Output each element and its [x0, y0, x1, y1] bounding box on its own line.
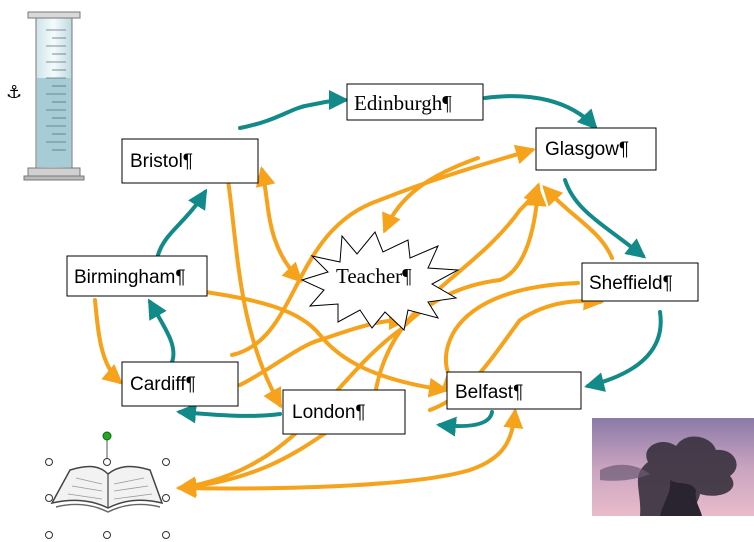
arrow-bristol-london	[226, 178, 282, 409]
node-label-birmingham: Birmingham¶	[74, 267, 186, 288]
arrow-book-glasgow	[498, 186, 547, 282]
selection-handles[interactable]	[45, 431, 170, 539]
open-book-icon[interactable]	[50, 436, 164, 513]
node-label-bristol: Bristol¶	[130, 151, 193, 172]
arrow-sheffield-belfast	[584, 310, 663, 392]
arrow-birmingham-belfast	[203, 290, 449, 398]
resize-handle	[45, 458, 53, 466]
rotate-handle	[102, 431, 112, 441]
arrow-belfast-london	[436, 410, 494, 437]
arrow-cardiff-birmingham	[148, 298, 176, 364]
resize-handle	[103, 458, 111, 466]
node-cardiff[interactable]: Cardiff¶	[121, 361, 239, 407]
arrow-glasgow-sheffield	[563, 178, 647, 259]
arrow-bristol-teacher	[255, 166, 303, 283]
arrow-book-belfast	[176, 408, 524, 499]
teacher-starburst[interactable]: Teacher¶	[300, 231, 460, 331]
arrow-cardiff-glasgow	[230, 144, 536, 357]
arrow-edinburgh-glasgow	[483, 94, 598, 130]
node-belfast[interactable]: Belfast¶	[446, 371, 582, 410]
arrow-london-cardiff	[176, 403, 282, 424]
node-label-sheffield: Sheffield¶	[589, 273, 673, 294]
arrow-birmingham-bristol	[156, 188, 208, 257]
node-london[interactable]: London¶	[282, 389, 406, 435]
node-glasgow[interactable]: Glasgow¶	[535, 127, 657, 171]
measuring-cylinder-icon	[23, 11, 85, 181]
arrow-sheffield-glasgow	[542, 185, 614, 260]
node-label-teacher: Teacher¶	[336, 264, 412, 288]
resize-handle	[103, 531, 111, 539]
node-label-edinburgh: Edinburgh¶	[354, 91, 452, 115]
node-sheffield[interactable]: Sheffield¶	[581, 262, 699, 302]
arrow-glasgow-teacher	[382, 156, 480, 234]
anchor-icon: ⚓	[6, 82, 22, 103]
resize-handle	[162, 494, 170, 502]
node-label-cardiff: Cardiff¶	[130, 374, 196, 395]
node-birmingham[interactable]: Birmingham¶	[66, 255, 208, 297]
node-label-london: London¶	[292, 402, 366, 423]
node-label-glasgow: Glasgow¶	[545, 139, 629, 160]
resize-handle	[162, 458, 170, 466]
node-label-belfast: Belfast¶	[455, 382, 523, 403]
arrow-bristol-edinburgh	[238, 90, 349, 130]
resize-handle	[45, 531, 53, 539]
arrow-cardiff-teacher	[238, 310, 409, 387]
arrow-birmingham-cardiff	[93, 298, 124, 385]
storm-cloud-photo	[592, 418, 754, 516]
orange-arrows	[93, 144, 614, 499]
node-bristol[interactable]: Bristol¶	[121, 138, 259, 184]
resize-handle	[162, 531, 170, 539]
resize-handle	[45, 494, 53, 502]
node-edinburgh[interactable]: Edinburgh¶	[346, 83, 484, 121]
